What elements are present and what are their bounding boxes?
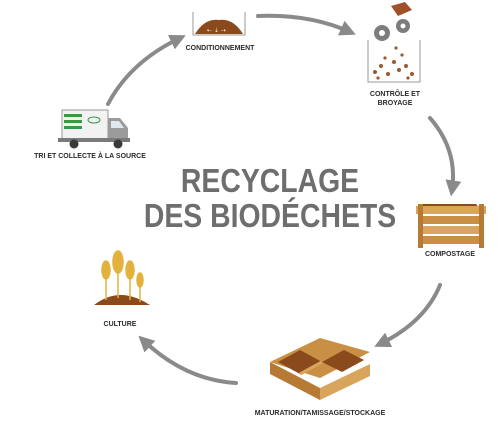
diagram-title-line-1: RECYCLAGE xyxy=(180,162,360,199)
arrow-controle-to-compostage xyxy=(428,116,462,197)
arrow-compostage-to-maturation xyxy=(374,283,442,347)
storage-bins-icon xyxy=(270,338,370,400)
step-label-controle-line2: BROYAGE xyxy=(377,100,413,107)
arrow-maturation-to-culture xyxy=(138,335,238,385)
compost-crate-icon xyxy=(416,204,486,248)
step-label-tri: TRI ET COLLECTE À LA SOURCE xyxy=(34,153,146,160)
step-label-conditionnement: CONDITIONNEMENT xyxy=(185,45,255,52)
step-label-controle-line1: CONTRÔLE ET xyxy=(369,91,421,98)
soil-tray-icon: ⇠ ⇣ ⇢ xyxy=(192,12,246,36)
step-label-controle: CONTRÔLE ET BROYAGE xyxy=(350,90,440,108)
wheat-icon xyxy=(94,250,150,305)
step-label-compostage: COMPOSTAGE xyxy=(424,251,476,258)
diagram-title-line-2: DES BIODÉCHETS xyxy=(143,197,397,234)
arrow-tri-to-conditionnement xyxy=(106,34,186,106)
step-label-maturation: MATURATION/TAMISSAGE/STOCKAGE xyxy=(254,410,386,417)
collection-truck-icon xyxy=(58,109,130,149)
step-label-culture: CULTURE xyxy=(103,321,137,328)
arrow-conditionnement-to-controle xyxy=(256,13,356,36)
grinder-gears-icon xyxy=(367,2,421,83)
svg-text:⇠ ⇣ ⇢: ⇠ ⇣ ⇢ xyxy=(207,27,226,34)
